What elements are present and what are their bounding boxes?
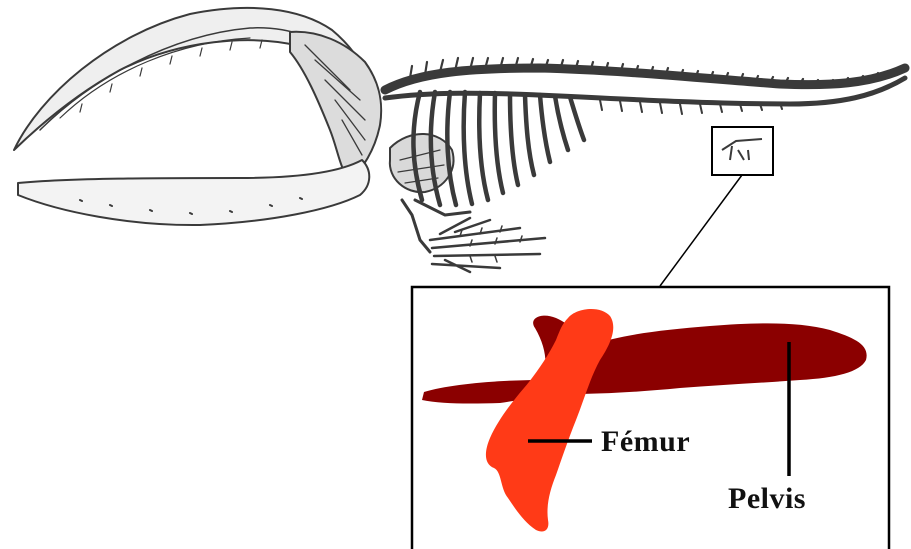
zoom-connector-line [660,175,742,286]
pelvis-location-marker [660,127,773,286]
skull [290,32,381,180]
magnified-inset [412,287,889,549]
pelvis-label: Pelvis [728,482,806,516]
small-inset-box [712,127,773,175]
scapula [390,134,454,192]
flipper-upper [402,200,430,252]
flipper-digits [430,218,545,272]
lower-jaw [18,160,369,225]
inset-frame [412,287,889,549]
vertebral-column [385,68,905,90]
femur-label: Fémur [601,425,690,459]
sternum [415,200,470,215]
